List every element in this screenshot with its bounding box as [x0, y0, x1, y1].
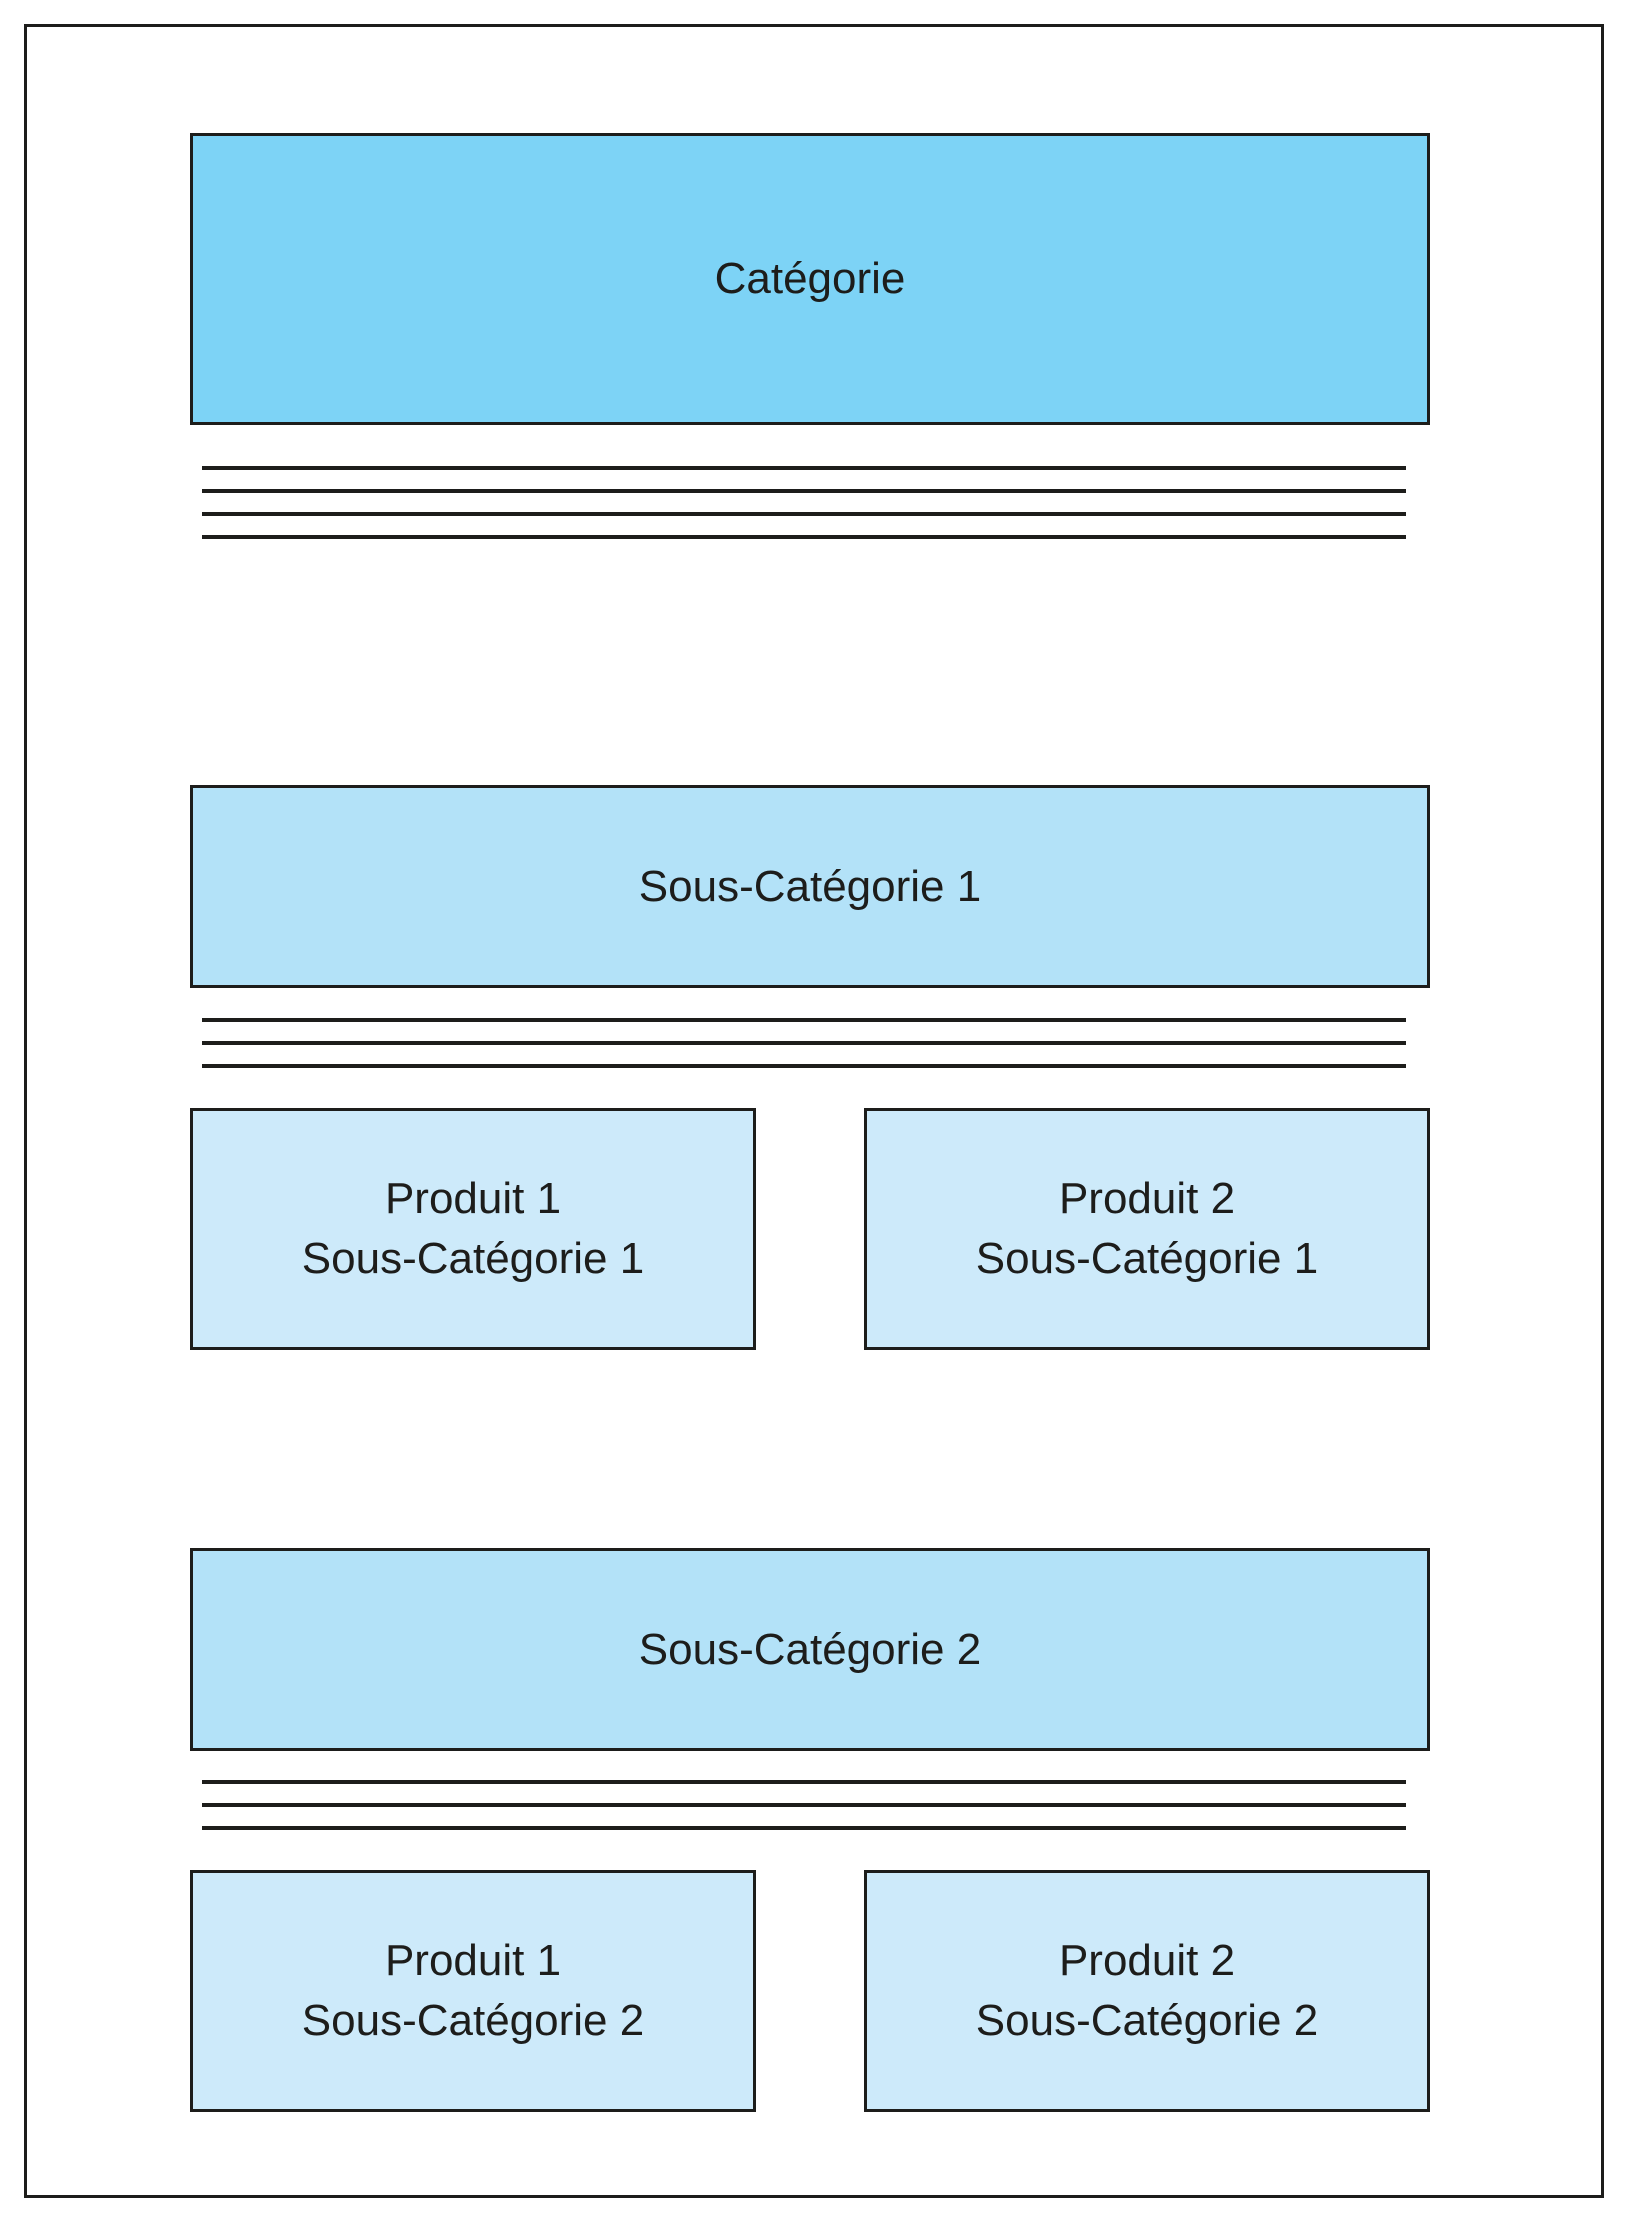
- product-name: Produit 2: [1058, 1936, 1236, 1985]
- product-name: Produit 1: [384, 1936, 562, 1985]
- category-box: Catégorie: [190, 133, 1430, 425]
- text-placeholder-line: [202, 1803, 1406, 1807]
- product-1-subcategory-2-box: Produit 1 Sous-Catégorie 2: [190, 1870, 756, 2112]
- product-subcategory: Sous-Catégorie 2: [975, 1996, 1319, 2045]
- text-placeholder-line: [202, 512, 1406, 516]
- product-subcategory: Sous-Catégorie 2: [301, 1996, 645, 2045]
- text-placeholder-line: [202, 1041, 1406, 1045]
- text-placeholder-line: [202, 489, 1406, 493]
- text-placeholder-line: [202, 466, 1406, 470]
- product-2-subcategory-2-box: Produit 2 Sous-Catégorie 2: [864, 1870, 1430, 2112]
- subcategory-1-box: Sous-Catégorie 1: [190, 785, 1430, 988]
- product-subcategory: Sous-Catégorie 1: [975, 1234, 1319, 1283]
- subcategory-1-label: Sous-Catégorie 1: [638, 861, 982, 911]
- product-name: Produit 2: [1058, 1174, 1236, 1223]
- product-1-subcategory-1-box: Produit 1 Sous-Catégorie 1: [190, 1108, 756, 1350]
- subcategory-2-label: Sous-Catégorie 2: [638, 1624, 982, 1674]
- product-2-subcategory-1-box: Produit 2 Sous-Catégorie 1: [864, 1108, 1430, 1350]
- text-placeholder-line: [202, 535, 1406, 539]
- subcategory-2-box: Sous-Catégorie 2: [190, 1548, 1430, 1751]
- text-placeholder-line: [202, 1064, 1406, 1068]
- product-subcategory: Sous-Catégorie 1: [301, 1234, 645, 1283]
- text-placeholder-line: [202, 1780, 1406, 1784]
- text-placeholder-line: [202, 1826, 1406, 1830]
- product-name: Produit 1: [384, 1174, 562, 1223]
- category-label: Catégorie: [714, 254, 906, 303]
- text-placeholder-line: [202, 1018, 1406, 1022]
